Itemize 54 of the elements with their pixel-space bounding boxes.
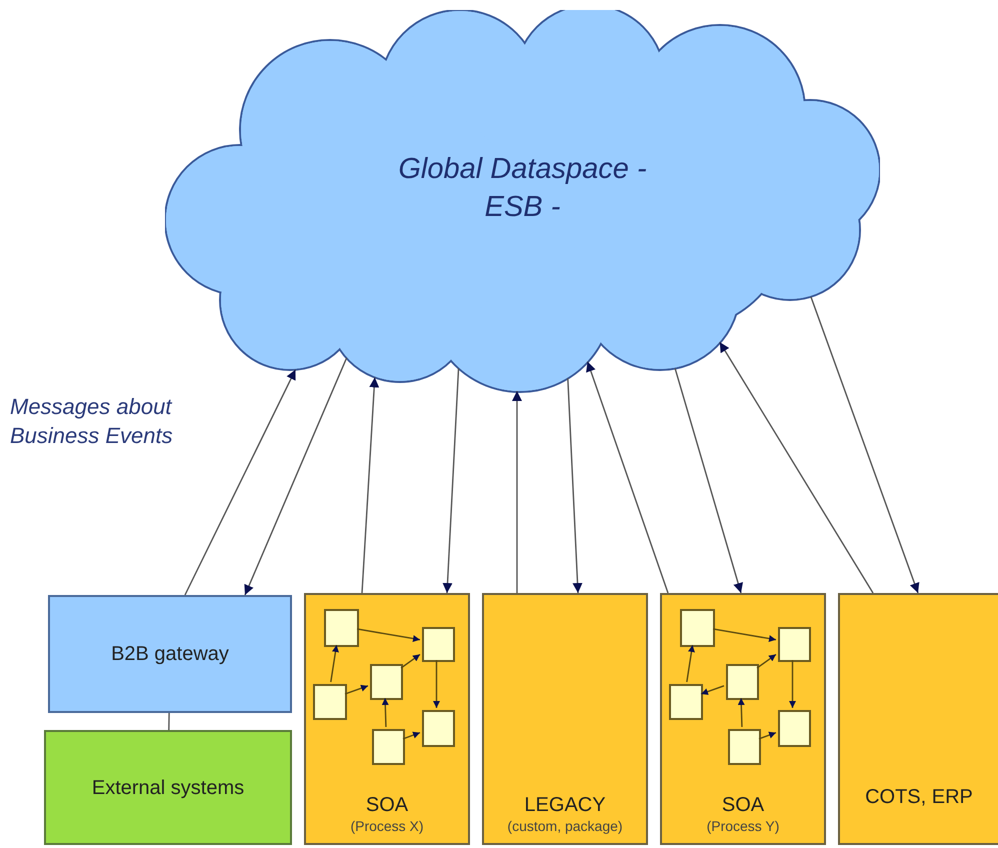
process-box bbox=[778, 710, 811, 747]
process-box bbox=[669, 684, 703, 720]
box-subtitle: (Process X) bbox=[350, 817, 424, 835]
box-subtitle: (Process Y) bbox=[706, 817, 780, 835]
process-box bbox=[372, 729, 405, 765]
process-box bbox=[680, 609, 715, 647]
arrow bbox=[402, 732, 420, 740]
arrow bbox=[361, 377, 380, 594]
arrow bbox=[738, 698, 745, 728]
system-box bbox=[482, 593, 648, 845]
cloud-title: Global Dataspace - ESB - bbox=[398, 152, 648, 225]
process-box bbox=[728, 729, 761, 765]
arrow bbox=[442, 368, 460, 594]
box-subtitle: (custom, package) bbox=[507, 817, 623, 835]
box-title: SOA bbox=[366, 793, 408, 817]
process-box bbox=[370, 664, 403, 700]
arrow bbox=[810, 296, 920, 594]
process-box bbox=[422, 710, 455, 747]
process-box bbox=[324, 609, 359, 647]
system-box bbox=[48, 595, 292, 713]
arrow bbox=[758, 732, 776, 740]
arrow bbox=[330, 644, 339, 682]
process-box bbox=[313, 684, 347, 720]
box-title: External systems bbox=[92, 776, 244, 800]
system-box bbox=[304, 593, 470, 845]
system-box bbox=[44, 730, 292, 845]
arrow bbox=[356, 628, 420, 642]
arrow bbox=[719, 342, 874, 594]
arrow bbox=[184, 369, 296, 596]
connector-line bbox=[168, 713, 170, 730]
process-box bbox=[778, 627, 811, 662]
arrow bbox=[433, 660, 440, 708]
process-box bbox=[726, 664, 759, 700]
arrow bbox=[586, 361, 669, 594]
box-title: SOA bbox=[722, 793, 764, 817]
box-title: LEGACY bbox=[524, 793, 606, 817]
arrow bbox=[567, 378, 583, 594]
arrow bbox=[700, 685, 724, 695]
arrow bbox=[382, 698, 389, 728]
box-title: COTS, ERP bbox=[865, 785, 973, 809]
arrow bbox=[244, 358, 348, 596]
arrow bbox=[686, 644, 695, 682]
arrow bbox=[712, 628, 776, 642]
system-box bbox=[660, 593, 826, 845]
system-box bbox=[838, 593, 998, 845]
process-box bbox=[422, 627, 455, 662]
arrow bbox=[344, 684, 368, 695]
box-title: B2B gateway bbox=[111, 642, 229, 666]
arrow bbox=[674, 368, 743, 594]
note-text: Messages about Business Events bbox=[10, 393, 174, 450]
arrow bbox=[512, 391, 522, 593]
arrow bbox=[756, 654, 776, 669]
arrow bbox=[400, 654, 420, 669]
arrow bbox=[789, 660, 796, 708]
